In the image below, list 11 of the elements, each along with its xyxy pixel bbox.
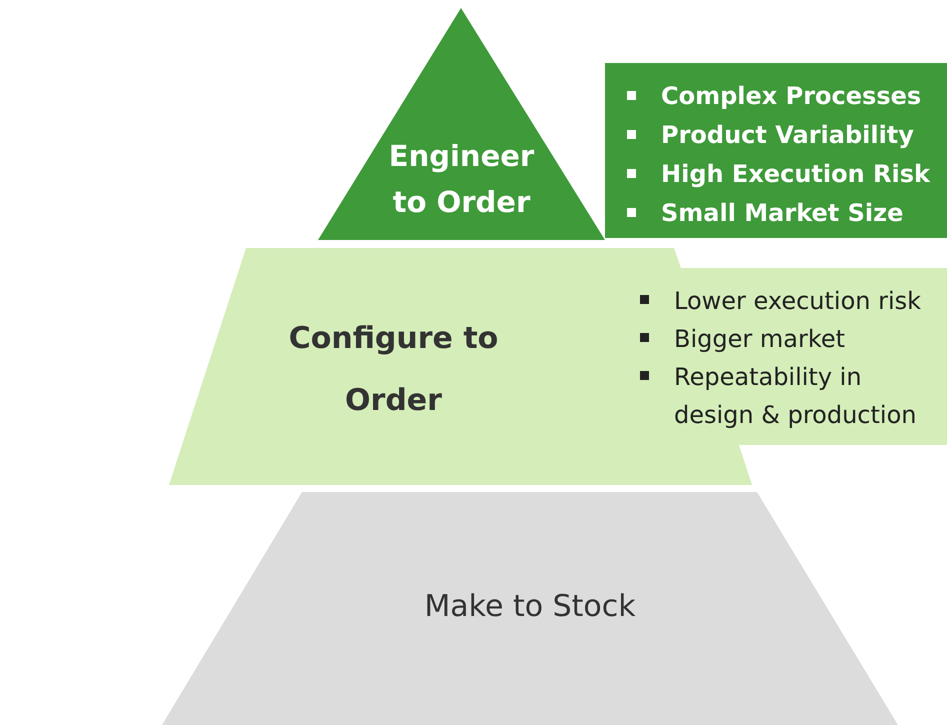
info-panel (605, 63, 947, 238)
tier-label: Engineer to Order (388, 138, 536, 221)
bullet-text: Bigger market (674, 324, 846, 355)
bullet-text: Product Variability (661, 120, 914, 151)
bullet-text: Small Market Size (661, 198, 904, 229)
bullet-text: Complex Processes (661, 81, 922, 112)
tier-label: Make to Stock (423, 588, 637, 626)
bullet-text: Lower execution risk (674, 286, 922, 317)
bullet-text: High Execution Risk (661, 159, 930, 190)
bullet-text: Repeatability in design & production (674, 362, 918, 431)
tier-label: Configure to Order (288, 320, 500, 420)
